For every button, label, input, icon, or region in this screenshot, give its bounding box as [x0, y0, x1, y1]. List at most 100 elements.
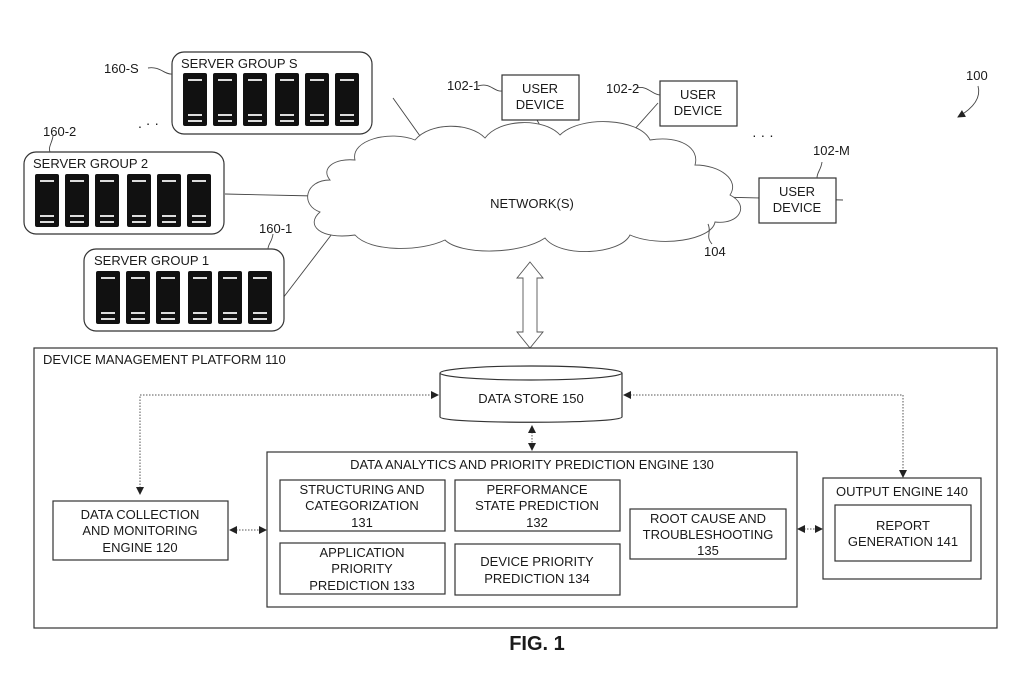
server-slot	[161, 312, 175, 314]
server-icon	[156, 271, 180, 324]
link-server-group-2	[224, 193, 316, 197]
server-icon	[157, 174, 181, 227]
data-store-label: DATA STORE 150	[478, 391, 584, 406]
module-label: APPLICATION	[319, 545, 404, 560]
server-slot	[310, 79, 324, 81]
server-slot	[100, 180, 114, 182]
server-slot	[253, 277, 267, 279]
server-slot	[40, 180, 54, 182]
module-label: TROUBLESHOOTING	[643, 527, 774, 542]
server-group-2: SERVER GROUP 2 160-2	[23, 124, 225, 235]
ellipsis-devices: · · ·	[752, 127, 774, 143]
server-slot	[70, 215, 84, 217]
server-slot	[188, 79, 202, 81]
server-slot	[280, 120, 294, 122]
server-icon	[305, 73, 329, 126]
server-slot	[340, 114, 354, 116]
link-datastore-output	[623, 391, 907, 478]
network-ref: 104	[704, 244, 726, 259]
server-slot	[340, 79, 354, 81]
server-slot	[218, 114, 232, 116]
user-device-2-label: USER	[680, 87, 716, 102]
user-device-m-ref: 102-M	[813, 143, 850, 158]
link-collection-datastore	[136, 391, 439, 495]
server-slot	[218, 79, 232, 81]
user-device-m: USER DEVICE 102-M	[758, 143, 850, 224]
server-group-1-label: SERVER GROUP 1	[94, 253, 209, 268]
module-application-priority-prediction: APPLICATION PRIORITY PREDICTION 133	[279, 542, 446, 595]
figure-caption: FIG. 1	[509, 633, 565, 655]
report-generation-label: REPORT	[876, 518, 930, 533]
server-icon	[35, 174, 59, 227]
server-slot	[132, 221, 146, 223]
server-icon	[96, 271, 120, 324]
server-slot	[162, 215, 176, 217]
server-slot	[253, 318, 267, 320]
output-engine-title: OUTPUT ENGINE 140	[836, 484, 968, 499]
user-device-2-label: DEVICE	[674, 103, 723, 118]
server-slot	[131, 312, 145, 314]
server-icon	[65, 174, 89, 227]
server-icon	[187, 174, 211, 227]
server-icon	[248, 271, 272, 324]
module-label: ROOT CAUSE AND	[650, 511, 766, 526]
server-icon	[218, 271, 242, 324]
server-slot	[70, 180, 84, 182]
server-group-2-ref: 160-2	[43, 124, 76, 139]
server-slot	[131, 318, 145, 320]
network-cloud: NETWORK(S) 104	[307, 121, 742, 259]
analytics-engine-title: DATA ANALYTICS AND PRIORITY PREDICTION E…	[350, 457, 714, 472]
server-slot	[310, 120, 324, 122]
module-label: CATEGORIZATION	[305, 498, 419, 513]
collection-engine-label: ENGINE 120	[102, 540, 177, 555]
server-icon	[275, 73, 299, 126]
server-icon	[183, 73, 207, 126]
module-label: DEVICE PRIORITY	[480, 554, 594, 569]
server-slot	[280, 114, 294, 116]
user-device-1-label: DEVICE	[516, 97, 565, 112]
server-group-s-ref: 160-S	[104, 61, 139, 76]
server-slot	[188, 114, 202, 116]
platform-title: DEVICE MANAGEMENT PLATFORM 110	[43, 352, 286, 367]
server-slot	[40, 215, 54, 217]
server-slot	[100, 221, 114, 223]
module-label: PREDICTION 134	[484, 571, 589, 586]
user-device-2-ref: 102-2	[606, 81, 639, 96]
ellipsis-servers: . · ·	[138, 115, 159, 131]
server-slot	[193, 312, 207, 314]
module-label: PREDICTION 133	[309, 578, 414, 593]
server-slot	[280, 79, 294, 81]
server-slot	[223, 312, 237, 314]
module-label: PRIORITY	[331, 561, 393, 576]
server-icon	[213, 73, 237, 126]
output-engine: OUTPUT ENGINE 140 REPORT GENERATION 141	[822, 477, 982, 580]
report-generation-label: GENERATION 141	[848, 534, 958, 549]
server-icon	[335, 73, 359, 126]
module-label: 135	[697, 543, 719, 558]
network-platform-arrow	[516, 261, 544, 349]
network-label: NETWORK(S)	[490, 196, 574, 211]
system-ref: 100	[966, 68, 988, 83]
server-slot	[131, 277, 145, 279]
server-slot	[101, 312, 115, 314]
link-server-group-1	[282, 229, 336, 299]
data-collection-engine: DATA COLLECTION AND MONITORING ENGINE 12…	[52, 500, 229, 561]
module-structuring-categorization: STRUCTURING AND CATEGORIZATION 131	[279, 479, 446, 532]
server-slot	[248, 114, 262, 116]
module-root-cause-troubleshooting: ROOT CAUSE AND TROUBLESHOOTING 135	[629, 508, 787, 560]
module-label: PERFORMANCE	[486, 482, 587, 497]
server-group-1-ref: 160-1	[259, 221, 292, 236]
server-group-s-label: SERVER GROUP S	[181, 56, 298, 71]
data-store: DATA STORE 150	[439, 365, 623, 423]
server-slot	[193, 277, 207, 279]
server-slot	[162, 221, 176, 223]
server-slot	[40, 221, 54, 223]
server-group-1: SERVER GROUP 1 160-1	[83, 221, 292, 332]
module-label: STRUCTURING AND	[300, 482, 425, 497]
system-ref-arrow	[957, 85, 980, 118]
module-label: STATE PREDICTION	[475, 498, 599, 513]
server-slot	[223, 318, 237, 320]
user-device-m-label: USER	[779, 184, 815, 199]
module-device-priority-prediction: DEVICE PRIORITY PREDICTION 134	[454, 543, 621, 596]
